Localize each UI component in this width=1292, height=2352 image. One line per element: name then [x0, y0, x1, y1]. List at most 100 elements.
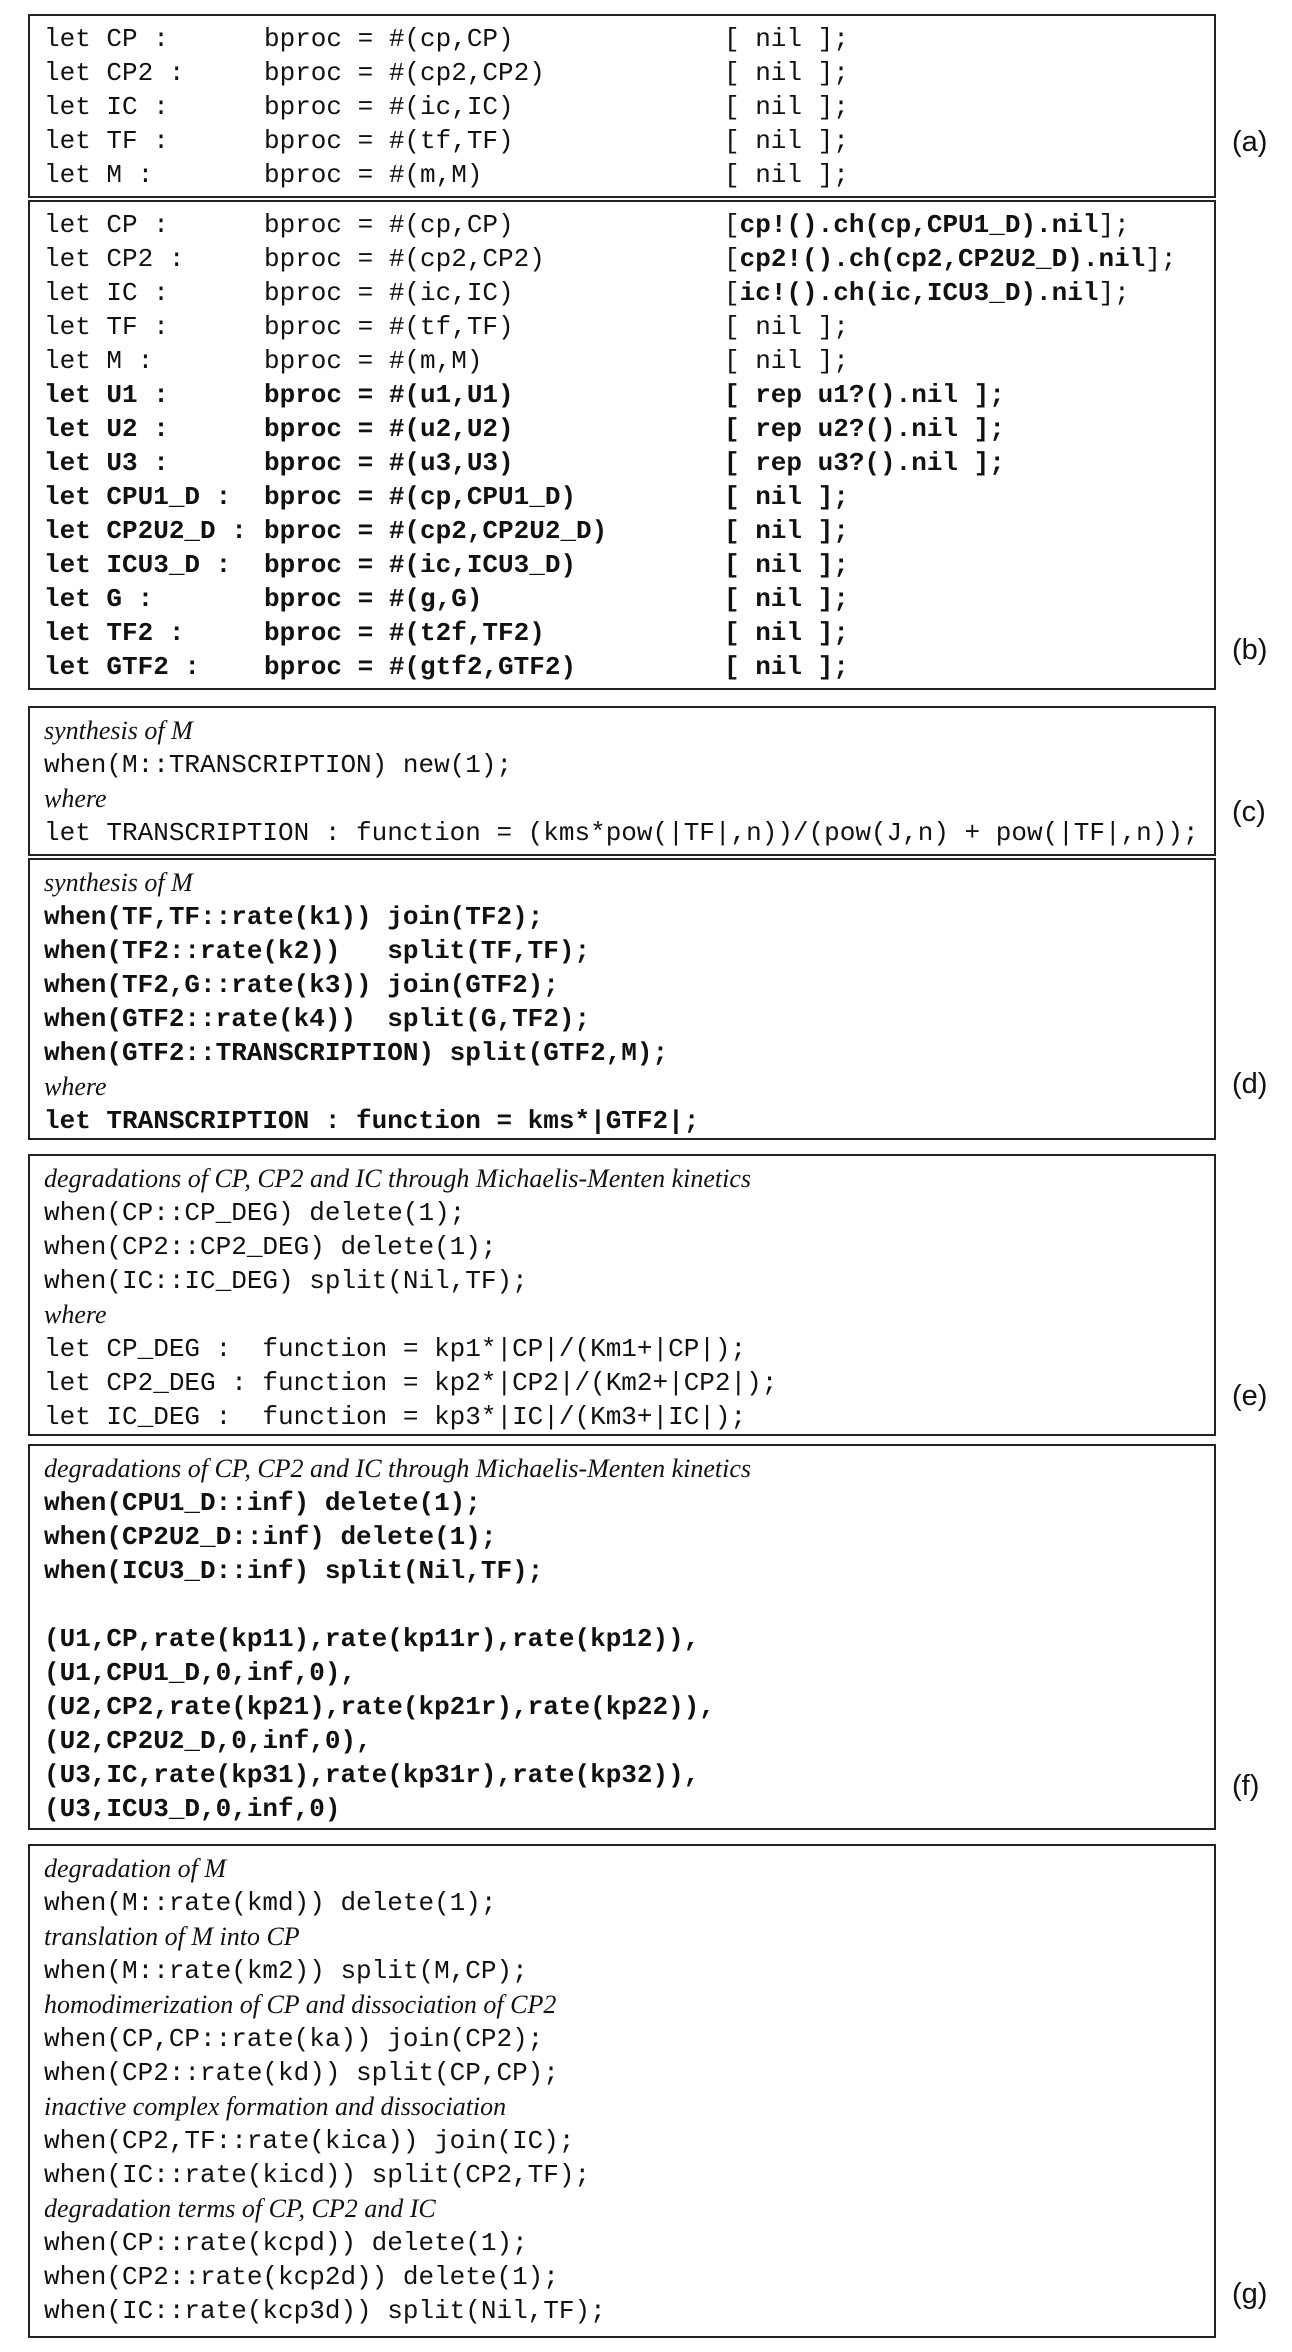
code-line: when(GTF2::rate(k4)) split(G,TF2);: [44, 1004, 591, 1034]
code-line: when(CP2::rate(kd)) split(CP,CP);: [44, 2058, 559, 2088]
declaration-process: bproc = #(ic,IC): [264, 278, 514, 308]
declaration-name: let U3 :: [44, 448, 169, 478]
declaration-row: let M : bproc = #(m,M) [ nil ];: [44, 344, 1200, 378]
panel-f-tag: (f): [1232, 1770, 1260, 1802]
bracket-open: [: [724, 244, 740, 274]
declaration-row: let CP2U2_D :bproc = #(cp2,CP2U2_D)[ nil…: [44, 514, 1200, 548]
declaration-process: bproc = #(cp,CP): [264, 24, 514, 54]
declaration-row: let CP2 : bproc = #(cp2,CP2) [ nil ];: [44, 56, 1200, 90]
code-line: when(CP2::rate(kcp2d)) delete(1);: [44, 2262, 559, 2292]
declaration-row: let CPU1_D : bproc = #(cp,CPU1_D) [ nil ];: [44, 480, 1200, 514]
code-line: when(IC::rate(kcp3d)) split(Nil,TF);: [44, 2296, 606, 2326]
declaration-body: [ nil ];: [724, 24, 849, 54]
code-line: when(CP2,TF::rate(kica)) join(IC);: [44, 2126, 575, 2156]
declaration-row: let TF : bproc = #(tf,TF) [ nil ];: [44, 310, 1200, 344]
declaration-body-added: ic!().ch(ic,ICU3_D).nil: [739, 278, 1099, 308]
code-line: when(CP,CP::rate(ka)) join(CP2);: [44, 2024, 544, 2054]
code-line: (U1,CP,rate(kp11),rate(kp11r),rate(kp12)…: [44, 1624, 700, 1654]
code-line: let IC_DEG : function = kp3*|IC|/(Km3+|I…: [44, 1402, 747, 1432]
panel-d-tag: (d): [1232, 1068, 1268, 1100]
declaration-process: bproc = #(tf,TF): [264, 312, 514, 342]
declaration-body-added: cp!().ch(cp,CPU1_D).nil: [739, 210, 1099, 240]
declaration-name: let M :: [44, 346, 154, 376]
comment-line: degradations of CP, CP2 and IC through M…: [44, 1164, 751, 1193]
declaration-name: let TF2 :: [44, 618, 185, 648]
code-line: when(CP2::CP2_DEG) delete(1);: [44, 1232, 497, 1262]
comment-line: where: [44, 1300, 107, 1329]
code-line: (U3,IC,rate(kp31),rate(kp31r),rate(kp32)…: [44, 1760, 700, 1790]
declaration-process: bproc = #(m,M): [264, 160, 483, 190]
panel-a-tag: (a): [1232, 126, 1268, 158]
comment-line: homodimerization of CP and dissociation …: [44, 1990, 557, 2019]
declaration-name: let CP :: [44, 210, 169, 240]
declaration-name: let ICU3_D :: [44, 550, 232, 580]
declaration-name: let M :: [44, 160, 154, 190]
declaration-body: [ nil ];: [724, 58, 849, 88]
declaration-process: bproc = #(m,M): [264, 346, 483, 376]
code-line: let TRANSCRIPTION : function = kms*|GTF2…: [44, 1106, 700, 1136]
panel-g-tag: (g): [1232, 2278, 1268, 2310]
declaration-body: [ nil ];: [724, 346, 849, 376]
declaration-body: [ nil ];: [724, 312, 849, 342]
comment-line: where: [44, 784, 107, 813]
declaration-name: let U1 :: [44, 380, 169, 410]
declaration-body: [ nil ];: [724, 550, 849, 580]
code-line: (U2,CP2,rate(kp21),rate(kp21r),rate(kp22…: [44, 1692, 715, 1722]
declaration-body: [ nil ];: [724, 482, 849, 512]
declaration-row: let CP2 :bproc = #(cp2,CP2)[cp2!().ch(cp…: [44, 242, 1200, 276]
declaration-body: [ rep u1?().nil ];: [724, 380, 1005, 410]
declaration-process: bproc = #(tf,TF): [264, 126, 514, 156]
declaration-name: let CP2U2_D :: [44, 516, 247, 546]
declaration-body: [ nil ];: [724, 652, 849, 682]
declaration-process: bproc = #(ic,IC): [264, 92, 514, 122]
code-line: when(M::rate(kmd)) delete(1);: [44, 1888, 497, 1918]
declaration-row: let TF :bproc = #(tf,TF)[ nil ];: [44, 124, 1200, 158]
code-line: let TRANSCRIPTION : function = (kms*pow(…: [44, 818, 1199, 848]
code-line: when(TF,TF::rate(k1)) join(TF2);: [44, 902, 544, 932]
declaration-row: let TF2 :bproc = #(t2f,TF2)[ nil ];: [44, 616, 1200, 650]
declaration-name: let IC :: [44, 92, 169, 122]
panel-a: let CP :bproc = #(cp,CP)[ nil ];let CP2 …: [28, 14, 1216, 198]
panel-b-tag: (b): [1232, 634, 1268, 666]
declaration-process: bproc = #(cp2,CP2): [264, 58, 545, 88]
declaration-process: bproc = #(cp2,CP2): [264, 244, 545, 274]
declaration-body: [ic!().ch(ic,ICU3_D).nil];: [724, 276, 1130, 310]
declaration-body: [ rep u2?().nil ];: [724, 414, 1005, 444]
code-line: let CP_DEG : function = kp1*|CP|/(Km1+|C…: [44, 1334, 747, 1364]
code-line: when(TF2::rate(k2)) split(TF,TF);: [44, 936, 591, 966]
declaration-name: let CP :: [44, 24, 169, 54]
bracket-close: ];: [1145, 244, 1177, 274]
comment-line: synthesis of M: [44, 868, 193, 897]
declaration-row: let CP : bproc = #(cp,CP) [ nil ];: [44, 22, 1200, 56]
declaration-row: let CP :bproc = #(cp,CP)[cp!().ch(cp,CPU…: [44, 208, 1200, 242]
panel-e-tag: (e): [1232, 1380, 1268, 1412]
declaration-body-added: cp2!().ch(cp2,CP2U2_D).nil: [739, 244, 1146, 274]
declaration-name: let CP2 :: [44, 58, 185, 88]
declaration-process: bproc = #(u2,U2): [264, 414, 514, 444]
comment-line: translation of M into CP: [44, 1922, 300, 1951]
declaration-row: let GTF2 :bproc = #(gtf2,GTF2)[ nil ];: [44, 650, 1200, 684]
code-line: when(M::rate(km2)) split(M,CP);: [44, 1956, 528, 1986]
declaration-row: let U3 :bproc = #(u3,U3)[ rep u3?().nil …: [44, 446, 1200, 480]
declaration-name: let GTF2 :: [44, 652, 201, 682]
code-line: (U1,CPU1_D,0,inf,0),: [44, 1658, 357, 1688]
code-line: when(IC::rate(kicd)) split(CP2,TF);: [44, 2160, 591, 2190]
declaration-process: bproc = #(cp,CPU1_D): [264, 482, 577, 512]
declaration-name: let IC :: [44, 278, 169, 308]
declaration-body: [cp2!().ch(cp2,CP2U2_D).nil];: [724, 242, 1177, 276]
declaration-row: let IC :bproc = #(ic,IC)[ nil ];: [44, 90, 1200, 124]
code-line: (U3,ICU3_D,0,inf,0): [44, 1794, 341, 1824]
bracket-open: [: [724, 210, 740, 240]
comment-line: inactive complex formation and dissociat…: [44, 2092, 507, 2121]
declaration-row: let ICU3_D :bproc = #(ic,ICU3_D)[ nil ];: [44, 548, 1200, 582]
code-line: let CP2_DEG : function = kp2*|CP2|/(Km2+…: [44, 1368, 778, 1398]
declaration-name: let TF :: [44, 312, 169, 342]
comment-line: degradation of M: [44, 1854, 226, 1883]
declaration-body: [ nil ];: [724, 126, 849, 156]
declaration-name: let CPU1_D :: [44, 482, 232, 512]
panel-f: degradations of CP, CP2 and IC through M…: [28, 1444, 1216, 1830]
bracket-close: ];: [1098, 278, 1130, 308]
declaration-row: let G :bproc = #(g,G)[ nil ];: [44, 582, 1200, 616]
